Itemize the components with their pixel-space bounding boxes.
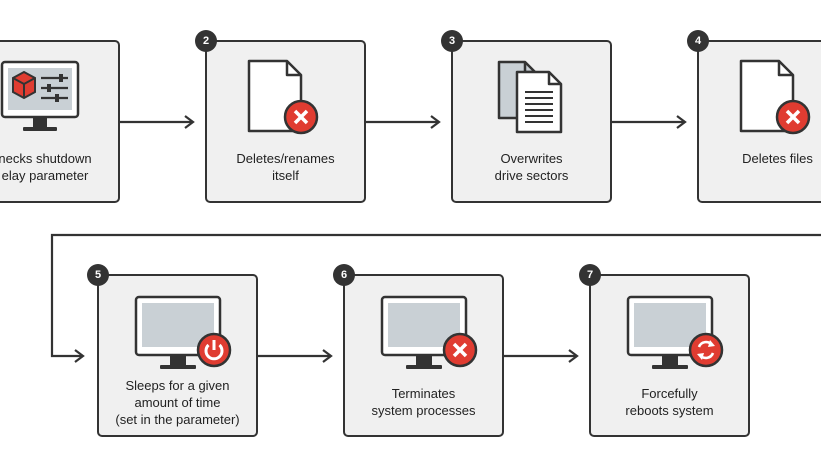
step-badge-5: 5: [87, 264, 109, 286]
document-delete-icon: [739, 59, 811, 135]
step-badge-3: 3: [441, 30, 463, 52]
monitor-settings-icon: [0, 60, 80, 131]
monitor-power-icon: [134, 295, 232, 369]
step-label-4: Deletes files: [742, 151, 813, 166]
arrow-wrap: [50, 233, 821, 358]
monitor-reboot-icon: [626, 295, 724, 369]
step-badge-2: 2: [195, 30, 217, 52]
step-badge-7: 7: [579, 264, 601, 286]
monitor-close-icon: [380, 295, 478, 369]
step-badge-6: 6: [333, 264, 355, 286]
document-delete-icon: [247, 59, 319, 135]
documents-overwrite-icon: [497, 60, 563, 134]
step-badge-4: 4: [687, 30, 709, 52]
